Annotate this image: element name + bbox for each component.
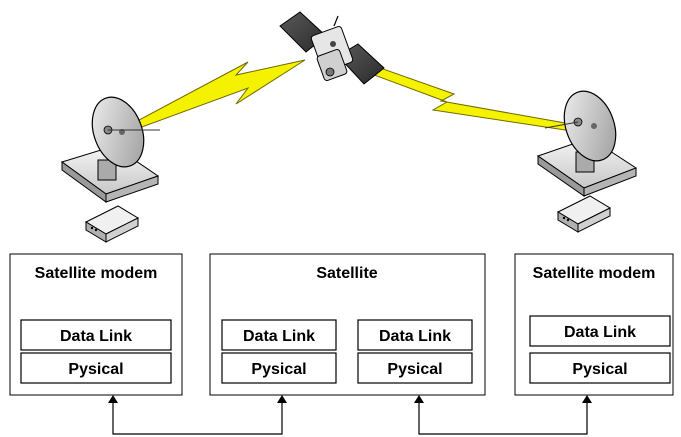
satellite-left-physical-box xyxy=(221,352,337,384)
left-connector-arrow-b xyxy=(277,395,287,403)
satellite-icon xyxy=(279,11,385,85)
modem-icon-left xyxy=(84,205,140,243)
right-connector xyxy=(414,395,592,435)
right-datalink-box xyxy=(529,315,671,347)
modem-icon-right xyxy=(556,195,612,233)
left-datalink-box xyxy=(20,319,172,351)
left-physical-box xyxy=(20,352,172,384)
left-datalink-label: Data Link xyxy=(60,328,132,345)
satellite-left-datalink-label: Data Link xyxy=(243,328,315,345)
satellite-dish-icon-right xyxy=(536,90,638,197)
satellite-right-datalink-label: Data Link xyxy=(379,328,451,345)
satellite-right-physical-label: Pysical xyxy=(387,361,442,378)
right-modem-node: Satellite modem Data Link Pysical xyxy=(514,253,674,396)
satellite-dish-icon-left xyxy=(60,96,160,203)
satellite-left-physical-label: Pysical xyxy=(251,361,306,378)
left-modem-node: Satellite modem Data Link Pysical xyxy=(9,253,183,396)
right-physical-box xyxy=(529,352,671,384)
right-physical-label: Pysical xyxy=(572,361,627,378)
left-physical-label: Pysical xyxy=(68,361,123,378)
right-connector-arrow-a xyxy=(414,395,424,403)
radio-link-bolt-icon-left xyxy=(118,59,306,136)
left-modem-title: Satellite modem xyxy=(35,265,158,282)
satellite-title: Satellite xyxy=(316,265,377,282)
radio-link-bolt-icon-right xyxy=(349,57,586,134)
left-connector xyxy=(108,395,287,435)
right-datalink-label: Data Link xyxy=(564,324,636,341)
right-modem-title: Satellite modem xyxy=(533,265,656,282)
satellite-right-datalink-box xyxy=(357,319,473,351)
left-connector-arrow-a xyxy=(108,395,118,403)
right-connector-arrow-b xyxy=(582,395,592,403)
satellite-right-physical-box xyxy=(357,352,473,384)
satellite-left-datalink-box xyxy=(221,319,337,351)
satellite-node: Satellite Data Link Pysical Data Link Py… xyxy=(209,253,486,396)
